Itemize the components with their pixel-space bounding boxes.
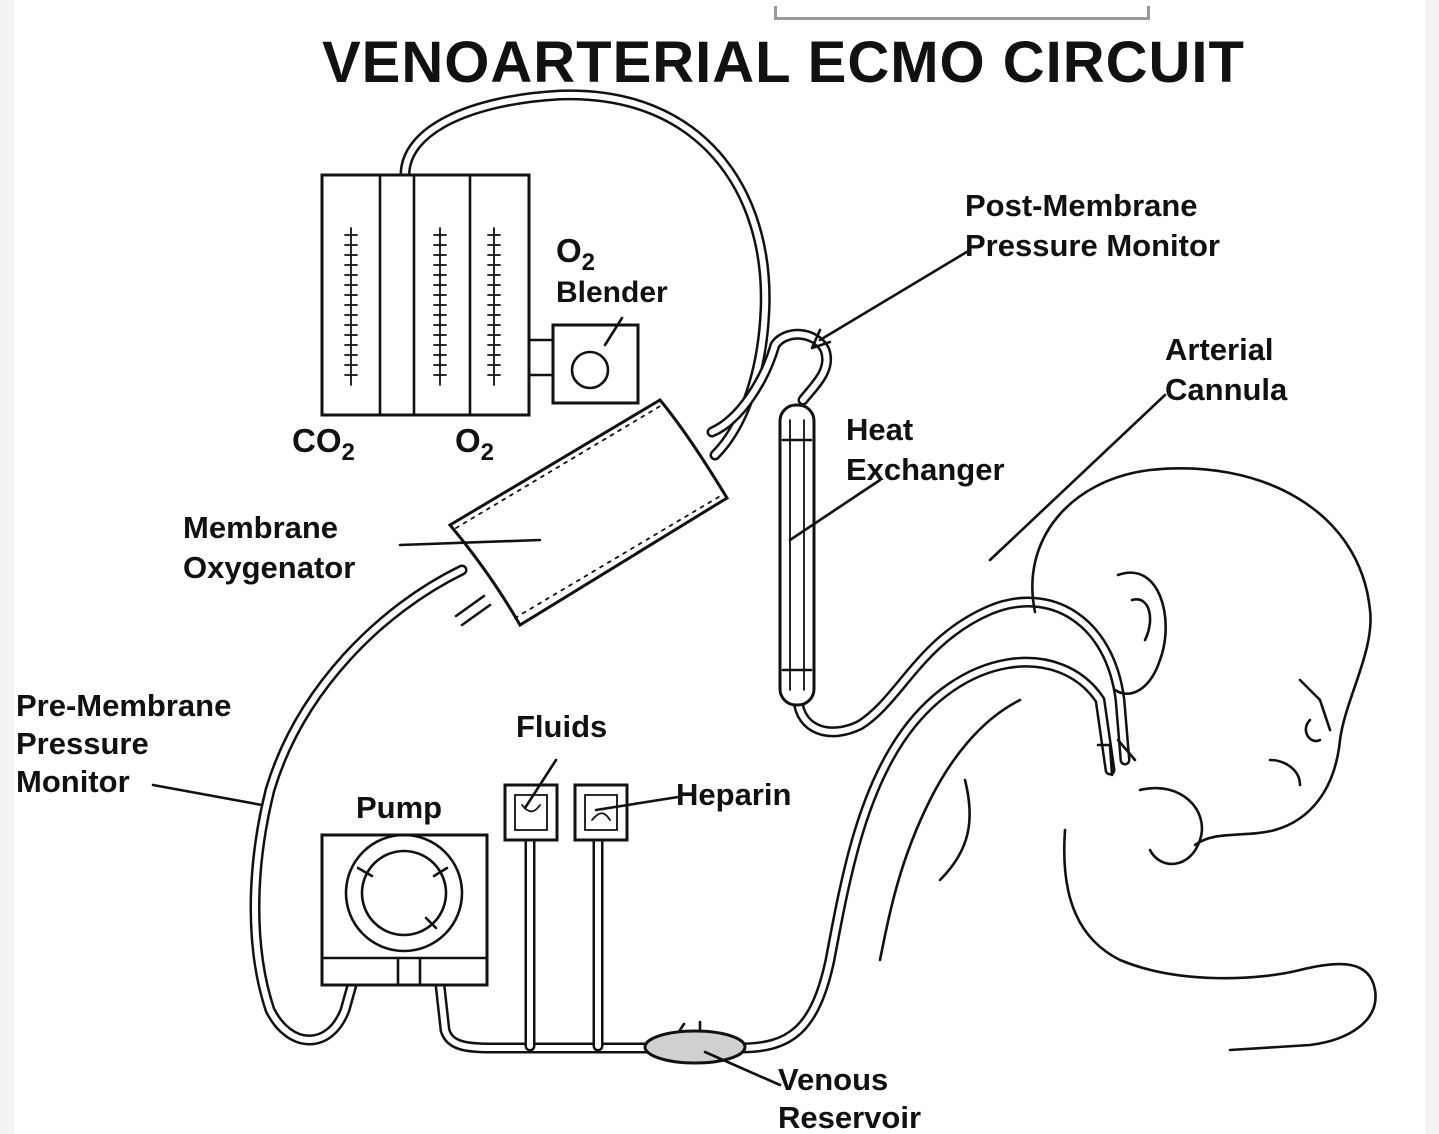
fluid-bags: [505, 785, 627, 840]
o2-subscript: 2: [582, 249, 595, 276]
pump-label: Pump: [356, 790, 442, 825]
arterial-cannula-label-line2: Cannula: [1165, 372, 1288, 407]
o2-blender: [529, 325, 638, 403]
pre-membrane-label-line2: Pressure: [16, 726, 149, 761]
o2-symbol: O: [556, 232, 582, 269]
venous-reservoir-label-line1: Venous: [778, 1062, 888, 1097]
membrane-oxygenator-label-line1: Membrane: [183, 510, 338, 545]
membrane-oxygenator: [450, 400, 727, 625]
o2-gas-symbol: O: [455, 422, 481, 459]
co2-subscript: 2: [342, 439, 355, 466]
heat-exchanger-label-line1: Heat: [846, 412, 913, 447]
co2-label: CO2: [292, 422, 355, 466]
o2-gas-label: O2: [455, 422, 494, 466]
blender-label: Blender: [556, 276, 668, 309]
gas-flowmeters: [322, 175, 529, 415]
post-membrane-label-line2: Pressure Monitor: [965, 228, 1220, 263]
venous-reservoir: [645, 1022, 745, 1063]
heparin-label: Heparin: [676, 777, 791, 812]
heat-exchanger: [780, 405, 814, 705]
pre-membrane-label-line1: Pre-Membrane: [16, 688, 231, 723]
fluids-label: Fluids: [516, 709, 607, 744]
pre-membrane-label-line3: Monitor: [16, 764, 130, 799]
venous-reservoir-label-line2: Reservoir: [778, 1100, 921, 1134]
arterial-cannula-label-line1: Arterial: [1165, 332, 1274, 367]
o2-blender-o-label: O2: [556, 232, 595, 276]
labels: O2 Blender CO2 O2 Post-Membrane Pressure…: [16, 188, 1288, 1134]
o2-gas-subscript: 2: [481, 439, 494, 466]
membrane-oxygenator-label-line2: Oxygenator: [183, 550, 355, 585]
co2-symbol: CO: [292, 422, 342, 459]
heat-exchanger-label-line2: Exchanger: [846, 452, 1005, 487]
post-membrane-label-line1: Post-Membrane: [965, 188, 1198, 223]
diagram-title: VENOARTERIAL ECMO CIRCUIT: [322, 30, 1245, 95]
roller-pump: [322, 835, 487, 985]
